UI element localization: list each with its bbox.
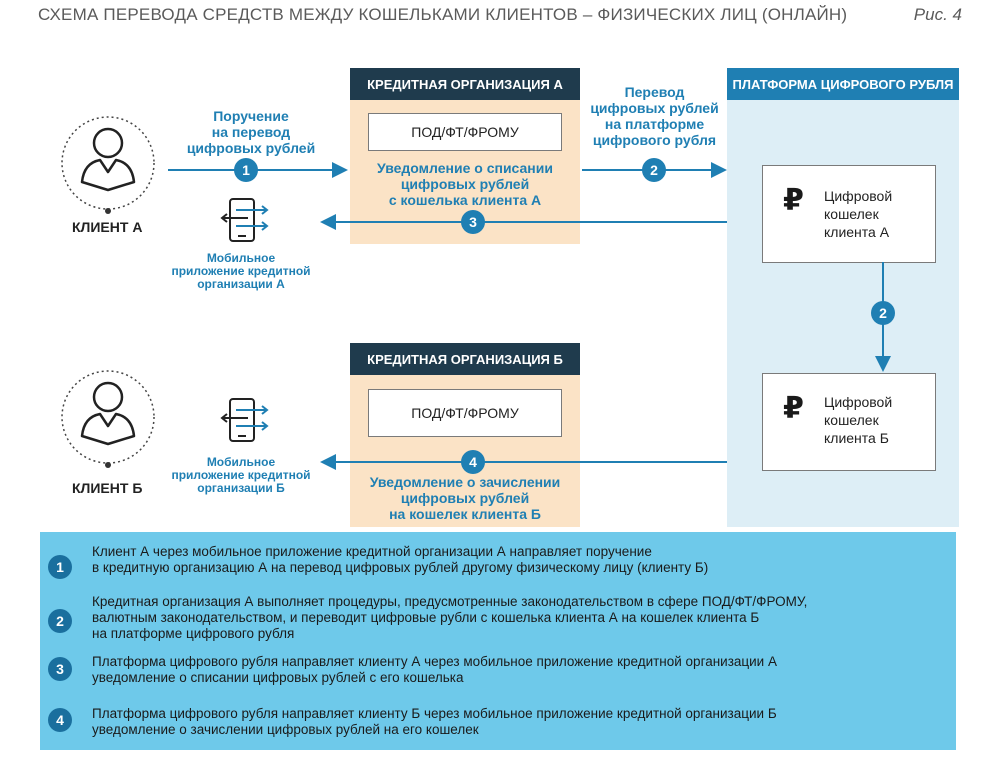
app-b-label: Мобильное приложение кредитной организац… (171, 455, 311, 495)
step-badge-2-vertical: 2 (871, 301, 895, 325)
app-a-label: Мобильное приложение кредитной организац… (171, 251, 311, 291)
step-badge-4: 4 (461, 450, 485, 474)
org-a-notice: Уведомление о списании цифровых рублей с… (377, 160, 553, 208)
legend-text-1: Клиент А через мобильное приложение кред… (92, 544, 709, 575)
legend-badge-1: 1 (48, 555, 72, 579)
org-a-pod-box: ПОД/ФТ/ФРОМУ (368, 113, 562, 151)
wallet-b-label: Цифровой кошелек клиента Б (824, 394, 893, 446)
phone-app-a-icon (220, 198, 269, 242)
org-b-notice: Уведомление о зачислении цифровых рублей… (369, 474, 561, 522)
order-label: Поручение на перевод цифровых рублей (186, 108, 316, 156)
wallet-a-box (762, 165, 936, 263)
legend-text-4: Платформа цифрового рубля направляет кли… (92, 706, 777, 737)
client-b-label: КЛИЕНТ Б (72, 480, 143, 496)
step-badge-2: 2 (642, 158, 666, 182)
diagram-arrows (61, 116, 891, 470)
wallet-a-label: Цифровой кошелек клиента А (824, 188, 893, 240)
org-b-pod-box: ПОД/ФТ/ФРОМУ (368, 389, 562, 437)
org-a-title: КРЕДИТНАЯ ОРГАНИЗАЦИЯ А (350, 68, 580, 100)
platform-title: ПЛАТФОРМА ЦИФРОВОГО РУБЛЯ (727, 68, 959, 100)
legend-badge-3: 3 (48, 657, 72, 681)
step-badge-3: 3 (461, 210, 485, 234)
transfer-label: Перевод цифровых рублей на платформе циф… (590, 84, 719, 148)
ruble-icon: ₽ (783, 392, 804, 425)
step-badge-1: 1 (234, 158, 258, 182)
client-b-avatar-icon (61, 370, 155, 468)
legend-badge-2: 2 (48, 609, 72, 633)
figure-label: Рис. 4 (913, 5, 962, 24)
legend-panel: 1 Клиент А через мобильное приложение кр… (40, 532, 956, 750)
phone-app-b-icon (220, 398, 269, 442)
legend-text-3: Платформа цифрового рубля направляет кли… (92, 654, 777, 685)
client-a-avatar-icon (61, 116, 155, 214)
legend-badge-4: 4 (48, 708, 72, 732)
legend-text-2: Кредитная организация А выполняет процед… (92, 594, 808, 641)
wallet-b-box (762, 373, 936, 471)
client-a-label: КЛИЕНТ А (72, 219, 143, 235)
org-b-title: КРЕДИТНАЯ ОРГАНИЗАЦИЯ Б (350, 343, 580, 375)
ruble-icon: ₽ (783, 184, 804, 217)
page-title: СХЕМА ПЕРЕВОДА СРЕДСТВ МЕЖДУ КОШЕЛЬКАМИ … (38, 5, 848, 24)
